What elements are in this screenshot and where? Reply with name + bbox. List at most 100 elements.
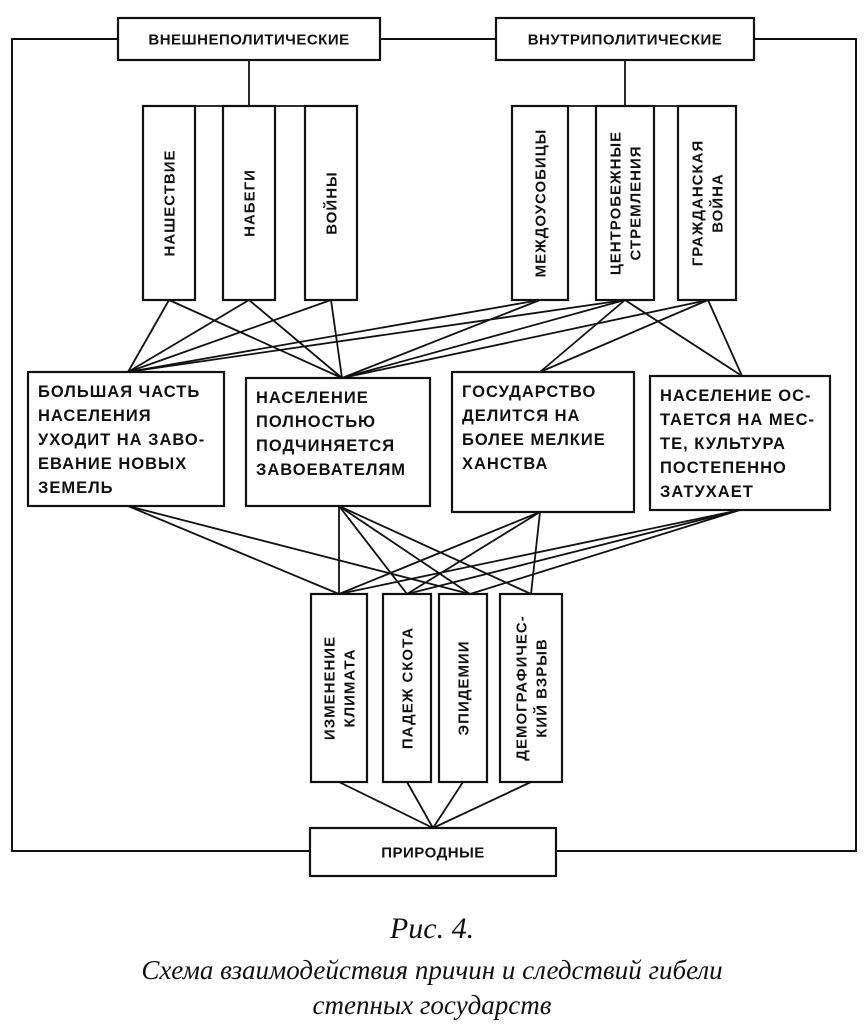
box-label-line: ИЗМЕНЕНИЕ <box>322 636 339 740</box>
connector-line <box>127 505 471 595</box>
box-label-line: ГОСУДАРСТВО <box>462 383 596 401</box>
outer-frame <box>11 38 857 852</box>
figure-caption-line-2: степных государств <box>312 990 552 1020</box>
box-label: ГОСУДАРСТВО ДЕЛИТСЯ НА БОЛЕЕ МЕЛКИЕ ХАНСТВА <box>462 383 606 473</box>
connector-line <box>341 299 709 379</box>
frame-right-branch <box>556 38 857 852</box>
connector-line <box>168 299 343 379</box>
connector-line <box>127 299 626 373</box>
box-label: ВОЙНЫ <box>323 171 341 234</box>
box-frame <box>498 592 564 784</box>
box-label-line: НАБЕГИ <box>242 169 259 237</box>
connector-line <box>338 509 741 595</box>
box-raids: НАБЕГИ <box>221 104 277 302</box>
box-invasion: НАШЕСТВИЕ <box>141 104 197 302</box>
connector-line <box>338 505 471 595</box>
box-livestock: ПАДЕЖ СКОТА <box>381 592 433 784</box>
box-label: МЕЖДОУСОБИЦЫ <box>533 129 550 278</box>
connector-line <box>127 299 332 373</box>
figure-number: Рис. 4. <box>389 912 475 945</box>
box-frame <box>221 104 277 302</box>
box-foreign: ВНЕШНЕПОЛИТИЧЕСКИЕ <box>116 16 382 62</box>
box-label-line: МЕЖДОУСОБИЦЫ <box>533 129 550 278</box>
box-frame <box>381 592 433 784</box>
box-frame <box>676 104 738 302</box>
box-label-line: ЭПИДЕМИИ <box>456 641 473 736</box>
connector-line <box>330 299 343 379</box>
box-frame <box>244 376 432 508</box>
box-frame <box>494 16 756 62</box>
box-frame <box>309 592 369 784</box>
box-label-line: ТЕ, КУЛЬТУРА <box>660 435 786 453</box>
connector-line <box>248 299 343 379</box>
connector-line <box>341 299 626 379</box>
box-label-line: ЗАТУХАЕТ <box>660 483 754 501</box>
box-label-line: ГРАЖДАНСКАЯ <box>690 140 707 267</box>
box-label-line: БОЛЕЕ МЕЛКИЕ <box>462 431 606 449</box>
box-label-line: ЗЕМЕЛЬ <box>38 479 114 497</box>
figure-caption-line-1: Схема взаимодействия причин и следствий … <box>141 955 723 985</box>
connector-line <box>338 781 434 829</box>
box-natural: ПРИРОДНЫЕ <box>308 826 558 878</box>
box-label-line: ЦЕНТРОБЕЖНЫЕ <box>608 131 625 275</box>
box-label-line: ПАДЕЖ СКОТА <box>400 627 417 749</box>
connector-line <box>406 781 434 829</box>
box-label-line: ЗАВОЕВАТЕЛЯМ <box>256 461 406 479</box>
box-label: НАШЕСТВИЕ <box>162 150 179 257</box>
box-label-line: КЛИМАТА <box>342 648 359 727</box>
connector-line <box>432 781 464 829</box>
box-label-line: ВОЙНА <box>709 173 727 233</box>
box-outcome-migration: БОЛЬШАЯ ЧАСТЬ НАСЕЛЕНИЯ УХОДИТ НА ЗАВО- ЕВА… <box>26 370 226 508</box>
box-epidemics: ЭПИДЕМИИ <box>437 592 489 784</box>
box-frame <box>308 826 558 878</box>
box-label-line: ХАНСТВА <box>462 455 548 473</box>
connector-line <box>406 511 541 595</box>
connector-line <box>539 299 709 373</box>
box-label-line: УХОДИТ НА ЗАВО- <box>38 431 205 449</box>
box-label-line: ПОЛНОСТЬЮ <box>256 413 376 431</box>
box-label-line: ПОДЧИНЯЕТСЯ <box>256 437 395 455</box>
box-frame <box>437 592 489 784</box>
box-frame <box>26 370 226 508</box>
box-feuds: МЕЖДОУСОБИЦЫ <box>510 104 570 302</box>
box-frame <box>510 104 570 302</box>
box-frame <box>116 16 382 62</box>
connector-line <box>338 505 408 595</box>
box-label: ВНЕШНЕПОЛИТИЧЕСКИЕ <box>148 32 349 49</box>
box-demographic: ДЕМОГРАФИЧЕС-КИЙ ВЗРЫВ <box>498 592 564 784</box>
box-label-line: СТРЕМЛЕНИЯ <box>628 145 645 260</box>
box-label-line: НАСЕЛЕНИЯ <box>38 407 152 425</box>
frame-left-branch <box>11 38 310 852</box>
box-frame <box>450 370 636 514</box>
box-wars: ВОЙНЫ <box>303 104 359 302</box>
box-label-line: ДЕЛИТСЯ НА <box>462 407 580 425</box>
box-label-line: КИЙ ВЗРЫВ <box>533 638 551 737</box>
box-label: БОЛЬШАЯ ЧАСТЬ НАСЕЛЕНИЯ УХОДИТ НА ЗАВО- ЕВА… <box>38 383 205 497</box>
box-outcome-fragmentation: ГОСУДАРСТВО ДЕЛИТСЯ НА БОЛЕЕ МЕЛКИЕ ХАНСТВА <box>450 370 636 514</box>
connector-line <box>127 299 541 373</box>
connector-line <box>341 299 541 379</box>
box-label: ЭПИДЕМИИ <box>456 641 473 736</box>
box-frame <box>594 104 656 302</box>
box-label: ПРИРОДНЫЕ <box>381 845 485 862</box>
box-label-line: ДЕМОГРАФИЧЕС- <box>514 615 531 760</box>
box-label-line: БОЛЬШАЯ ЧАСТЬ <box>38 383 200 401</box>
connector-line <box>338 505 532 595</box>
box-label-line: ПОСТЕПЕННО <box>660 459 787 477</box>
connector-line <box>539 299 626 373</box>
connector-line <box>469 509 741 595</box>
connector-line <box>707 299 743 377</box>
box-label: ДЕМОГРАФИЧЕС-КИЙ ВЗРЫВ <box>514 615 551 760</box>
connector-line <box>127 299 250 373</box>
box-label-line: ЕВАНИЕ НОВЫХ <box>38 455 187 473</box>
